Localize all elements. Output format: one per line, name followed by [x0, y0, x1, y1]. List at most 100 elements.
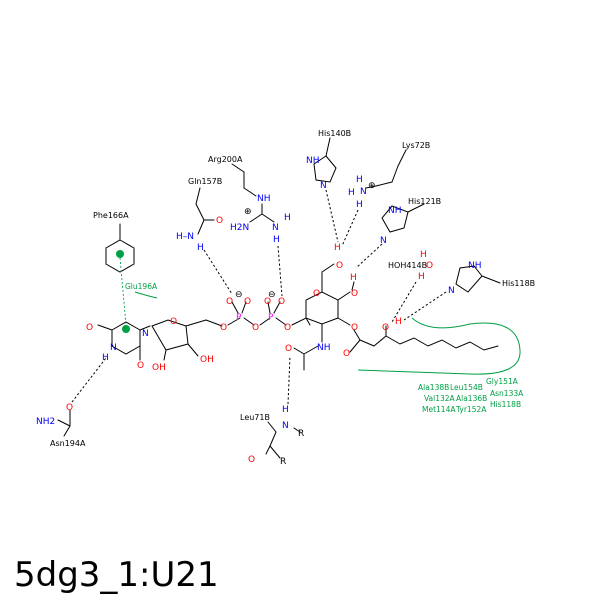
hbond-arg200a: [277, 245, 283, 297]
p-alpha-o1: O: [226, 297, 233, 307]
gln157b-oxygen: O: [216, 216, 223, 226]
pi-stacking-line: [119, 257, 127, 326]
asn194a-nh2: NH2: [36, 417, 55, 427]
o4-sugar: O: [351, 289, 358, 299]
ribose-o4: O: [170, 317, 177, 327]
label-gly151a: Gly151A: [486, 377, 519, 386]
leu71b-oxygen: O: [248, 455, 255, 465]
hydrophobic-arc-glu196a: [134, 291, 158, 299]
label-leu71b: Leu71B: [240, 413, 270, 422]
hbond-his121b: [355, 243, 383, 269]
his121b-n: N: [380, 236, 387, 246]
label-lys72b: Lys72B: [402, 141, 430, 150]
ribose-oh2: OH: [152, 363, 166, 373]
lys72b-h1: H: [356, 175, 363, 185]
his140b-nh: NH: [306, 156, 320, 166]
uracil-h3: H: [102, 353, 109, 363]
his118b-residue: [455, 265, 501, 293]
lys72b-plus: ⊕: [368, 181, 376, 191]
charge-minus-1: ⊖: [235, 290, 243, 300]
diphosphate: [227, 301, 287, 326]
hbond-his118b: [403, 291, 447, 321]
ribose-oh3: OH: [200, 355, 214, 365]
uracil-o4: O: [86, 323, 93, 333]
label-ala136b: Ala136B: [456, 394, 487, 403]
phe166a-residue: [105, 223, 135, 273]
label-hoh414b: HOH414B: [388, 261, 427, 270]
hydroxyl-hydrogen: H: [395, 317, 402, 327]
label-his118b: His118B: [502, 279, 535, 288]
o1-sugar: O: [284, 323, 291, 333]
acetamide-oxygen: O: [285, 344, 292, 354]
hbond-his140b: [325, 189, 339, 243]
label-asn133a: Asn133A: [490, 389, 524, 398]
hydrophobic-arc-chain: [357, 317, 521, 375]
arg200a-h2n: H2N: [230, 223, 249, 233]
p-beta-o1: O: [264, 297, 271, 307]
uracil-n1: N: [142, 329, 149, 339]
lys72b-residue: [365, 149, 407, 189]
phosphorus-beta: P: [268, 313, 274, 323]
label-asn194a: Asn194A: [50, 439, 86, 448]
arg200a-n: N: [272, 223, 279, 233]
pi-center-phe: [116, 250, 124, 258]
his140b-n: N: [320, 181, 327, 191]
label-tyr152a: Tyr152A: [455, 405, 487, 414]
p-beta-o2: O: [278, 297, 285, 307]
label-gln157b: Gln157B: [188, 177, 222, 186]
carbonyl-oxygen: O: [343, 349, 350, 359]
lys72b-h3: H: [356, 200, 363, 210]
acetamide: [293, 345, 319, 371]
charge-minus-2: ⊖: [268, 290, 276, 300]
lys72b-n: N: [360, 187, 367, 197]
his121b-nh: NH: [388, 206, 402, 216]
o5: O: [220, 323, 227, 333]
pi-center-uracil: [122, 325, 130, 333]
label-phe166a: Phe166A: [93, 211, 129, 220]
asn194a-residue: [57, 409, 71, 437]
water-oxygen: O: [426, 261, 433, 271]
his118b-nh: NH: [468, 261, 482, 271]
water-h2: H: [418, 272, 425, 282]
water-h1: H: [420, 250, 427, 260]
o6: O: [336, 261, 343, 271]
hbond-leu71b: [287, 355, 291, 405]
leu71b-residue: [265, 421, 301, 459]
hydroxyl-oxygen: O: [382, 323, 389, 333]
hbond-gln157b: [203, 249, 233, 295]
uracil-o2: O: [137, 361, 144, 371]
gln157b-hn: H–N: [176, 232, 194, 242]
o6-hydrogen: H: [334, 243, 341, 253]
gln157b-h: H: [197, 243, 204, 253]
leu71b-h: H: [282, 405, 289, 415]
label-arg200a: Arg200A: [208, 155, 243, 164]
p-alpha-o2: O: [244, 297, 251, 307]
n2-acetamide: NH: [317, 343, 331, 353]
label-ala138b: Ala138B: [418, 383, 449, 392]
ribose-ring: [151, 319, 223, 361]
uracil-n3: N: [110, 343, 117, 353]
hbond-lys72b: [341, 209, 359, 247]
phosphorus-alpha: P: [236, 313, 242, 323]
his140b-residue: [313, 137, 337, 183]
his121b-residue: [381, 203, 425, 233]
arg200a-plus: ⊕: [244, 207, 252, 217]
his118b-n: N: [448, 286, 455, 296]
acyl-chain: [349, 325, 499, 353]
label-his121b: His121B: [408, 197, 441, 206]
label-his140b: His140B: [318, 129, 351, 138]
leu71b-r2: R: [280, 457, 286, 467]
label-glu196a: Glu196A: [125, 282, 158, 291]
hbond-asn194a: [71, 357, 107, 403]
asn194a-oxygen: O: [66, 403, 73, 413]
o4-hydrogen: H: [350, 273, 357, 283]
glucosamine-ring: [291, 263, 351, 343]
leu71b-n: N: [282, 421, 289, 431]
gln157b-residue: [195, 187, 215, 235]
ring-oxygen: O: [313, 289, 320, 299]
bridge-oxygen: O: [252, 323, 259, 333]
ligand-title: 5dg3_1:U21: [14, 555, 219, 595]
arg200a-nh: NH: [257, 194, 271, 204]
label-met114a: Met114A: [422, 405, 456, 414]
